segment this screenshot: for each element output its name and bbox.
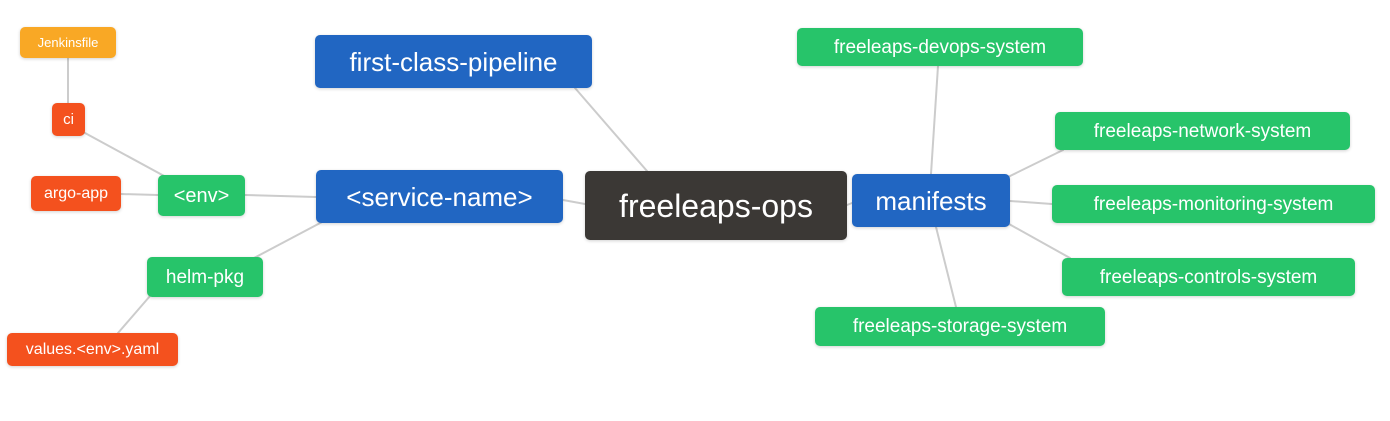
node-env[interactable]: <env> xyxy=(158,175,245,216)
node-helm-pkg[interactable]: helm-pkg xyxy=(147,257,263,297)
node-first-class-pipeline[interactable]: first-class-pipeline xyxy=(315,35,592,88)
edge-freeleaps-ops-to-manifests xyxy=(846,202,853,206)
node-ci[interactable]: ci xyxy=(52,103,85,136)
node-monitoring-system[interactable]: freeleaps-monitoring-system xyxy=(1052,185,1375,223)
edge-manifests-to-controls-system xyxy=(1008,223,1071,259)
node-controls-system[interactable]: freeleaps-controls-system xyxy=(1062,258,1355,296)
node-values-env-yaml[interactable]: values.<env>.yaml xyxy=(7,333,178,366)
node-jenkinsfile[interactable]: Jenkinsfile xyxy=(20,27,116,58)
node-argo-app[interactable]: argo-app xyxy=(31,176,121,211)
edge-manifests-to-devops-system xyxy=(930,65,939,175)
node-service-name[interactable]: <service-name> xyxy=(316,170,563,223)
edge-argo-app-to-env xyxy=(120,193,159,196)
node-network-system[interactable]: freeleaps-network-system xyxy=(1055,112,1350,150)
edge-ci-to-env xyxy=(84,132,167,178)
edge-service-name-to-helm-pkg xyxy=(253,221,323,259)
edge-helm-pkg-to-values-env-yaml xyxy=(117,295,151,334)
edge-manifests-to-network-system xyxy=(1007,149,1064,178)
edge-manifests-to-storage-system xyxy=(935,226,957,308)
edge-manifests-to-monitoring-system xyxy=(1009,200,1053,205)
edge-env-to-service-name xyxy=(244,194,317,198)
node-storage-system[interactable]: freeleaps-storage-system xyxy=(815,307,1105,346)
node-freeleaps-ops[interactable]: freeleaps-ops xyxy=(585,171,847,240)
node-manifests[interactable]: manifests xyxy=(852,174,1010,227)
edge-first-class-pipeline-to-freeleaps-ops xyxy=(574,87,648,172)
node-devops-system[interactable]: freeleaps-devops-system xyxy=(797,28,1083,66)
edge-service-name-to-freeleaps-ops xyxy=(562,199,586,205)
